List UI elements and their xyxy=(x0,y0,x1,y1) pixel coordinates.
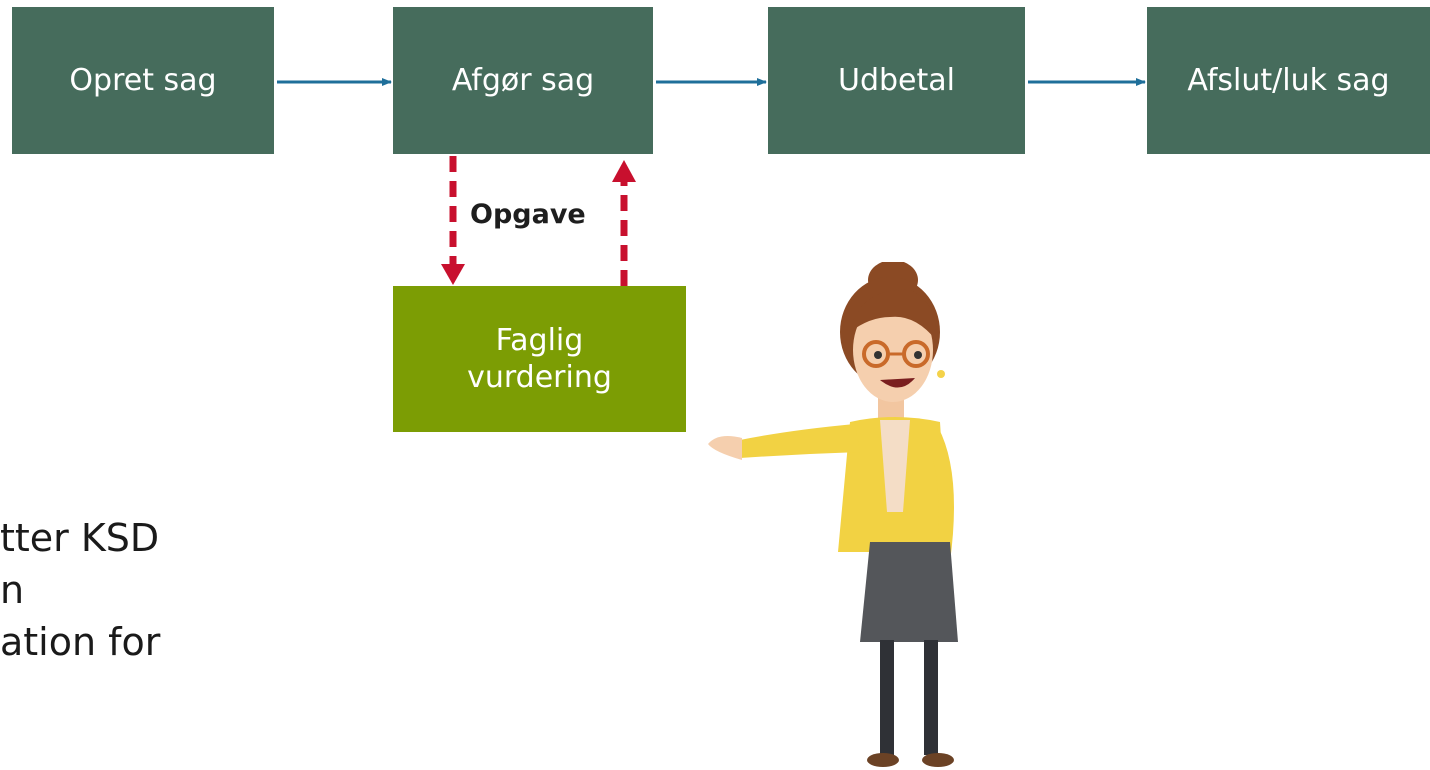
subtask-faglig-vurdering: Faglig vurdering xyxy=(393,286,686,432)
step-afgor-sag: Afgør sag xyxy=(393,7,653,154)
dashed-arrow-down-head xyxy=(441,264,465,285)
step-label: Opret sag xyxy=(69,62,217,98)
subtask-label: Faglig vurdering xyxy=(467,322,612,396)
side-text-line: ation for xyxy=(0,620,161,664)
side-text-line: tter KSD xyxy=(0,516,160,560)
step-opret-sag: Opret sag xyxy=(12,7,274,154)
step-label: Afgør sag xyxy=(451,62,595,98)
step-label: Udbetal xyxy=(838,62,955,98)
side-text: tter KSD n ation for xyxy=(0,512,260,668)
step-afslut-luk-sag: Afslut/luk sag xyxy=(1147,7,1430,154)
presenter-woman-icon xyxy=(708,262,958,767)
dashed-arrow-up-head xyxy=(612,160,636,182)
opgave-label: Opgave xyxy=(470,199,586,230)
side-text-line: n xyxy=(0,568,25,612)
step-udbetal: Udbetal xyxy=(768,7,1025,154)
step-label: Afslut/luk sag xyxy=(1187,62,1390,98)
